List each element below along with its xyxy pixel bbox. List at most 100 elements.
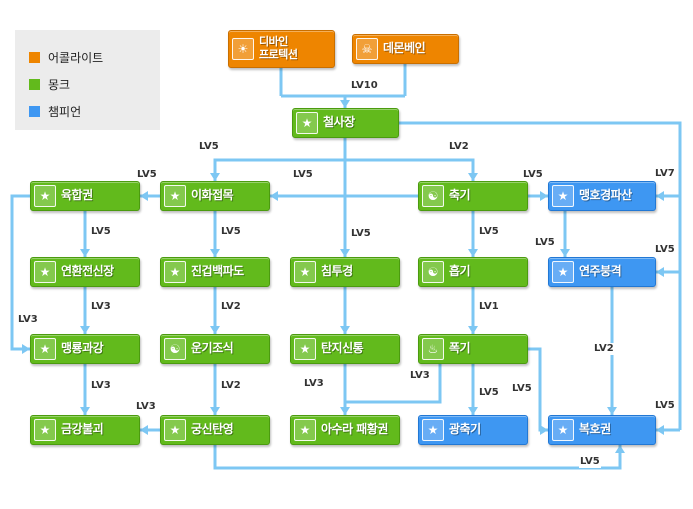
- skill-gwangchukgi[interactable]: ★ 광축기: [418, 415, 528, 445]
- level-requirement-label: LV3: [90, 301, 112, 313]
- level-requirement-label: LV5: [90, 226, 112, 238]
- level-requirement-label: LV3: [409, 370, 431, 382]
- skill-yeonhwan-jeonsinjang[interactable]: ★연환전신장: [30, 257, 140, 287]
- yeonju-bunggyeok-icon: ★: [552, 261, 574, 283]
- level-requirement-label: LV3: [90, 380, 112, 392]
- heupgi-icon: ☯: [422, 261, 444, 283]
- arrowhead: [656, 267, 664, 277]
- skill-name: 철사장: [323, 115, 355, 130]
- arrowhead: [80, 407, 90, 415]
- skill-demon-bane[interactable]: ☠데몬베인: [352, 34, 459, 64]
- skill-name: 폭기: [449, 341, 471, 356]
- skill-maengho-gyeongpasan[interactable]: ★ 맹호경파산: [548, 181, 656, 211]
- arrowhead: [210, 173, 220, 181]
- legend-item-acolyte: 어콜라이트: [29, 48, 160, 66]
- skill-name: 금강불괴: [61, 422, 104, 437]
- skill-name: 이화접목: [191, 188, 234, 203]
- arrowhead: [540, 191, 548, 201]
- arrowhead: [210, 249, 220, 257]
- level-requirement-label: LV5: [350, 228, 372, 240]
- skill-name: 육합권: [61, 188, 93, 203]
- skill-geumgang-bulgoe[interactable]: ★ 금강불괴: [30, 415, 140, 445]
- arrowhead: [607, 407, 617, 415]
- level-requirement-label: LV2: [593, 343, 615, 355]
- gwangchukgi-icon: ★: [422, 419, 444, 441]
- level-requirement-label: LV5: [478, 226, 500, 238]
- skill-name: 데몬베인: [383, 41, 426, 56]
- arrowhead: [540, 425, 548, 435]
- monk-color-swatch: [29, 78, 40, 90]
- maengho-gyeongpasan-icon: ★: [552, 185, 574, 207]
- level-requirement-label: LV2: [220, 301, 242, 313]
- yukhapgwon-icon: ★: [34, 185, 56, 207]
- skill-chukgi[interactable]: ☯축기: [418, 181, 528, 211]
- skill-pokgi[interactable]: ♨ 폭기: [418, 334, 528, 364]
- skill-heupgi[interactable]: ☯흡기: [418, 257, 528, 287]
- arrowhead: [340, 249, 350, 257]
- divine-protection-icon: ☀: [232, 38, 254, 60]
- skill-name: 연환전신장: [61, 264, 114, 279]
- level-requirement-label: LV5: [522, 169, 544, 181]
- level-requirement-label: LV5: [579, 456, 601, 468]
- bokhogwon-icon: ★: [552, 419, 574, 441]
- pokgi-icon: ♨: [422, 338, 444, 360]
- tanji-sintong-icon: ★: [294, 338, 316, 360]
- level-requirement-label: LV3: [303, 378, 325, 390]
- skill-name-line: 디바인: [259, 35, 288, 49]
- maengnyong-gwagang-icon: ★: [34, 338, 56, 360]
- skill-name: 탄지신통: [321, 341, 364, 356]
- skill-name: 침투경: [321, 264, 353, 279]
- skill-name: 아수라 패황권: [321, 422, 388, 437]
- legend-label: 몽크: [48, 77, 71, 92]
- arrowhead: [80, 249, 90, 257]
- acolyte-color-swatch: [29, 51, 40, 63]
- skill-name: 맹룡과강: [61, 341, 104, 356]
- skill-jingeop-baekpado[interactable]: ★진겁백파도: [160, 257, 270, 287]
- skill-name: 광축기: [449, 422, 481, 437]
- skill-name: 복호권: [579, 422, 611, 437]
- skill-bokhogwon[interactable]: ★ 복호권: [548, 415, 656, 445]
- geumgang-bulgoe-icon: ★: [34, 419, 56, 441]
- arrowhead: [656, 191, 664, 201]
- asura-paehwanggwon-icon: ★: [294, 419, 316, 441]
- level-requirement-label: LV5: [511, 383, 533, 395]
- skill-name: 축기: [449, 188, 471, 203]
- skill-maengnyong-gwagang[interactable]: ★ 맹룡과강: [30, 334, 140, 364]
- skill-name: 연주붕격: [579, 264, 622, 279]
- skill-name: 궁신탄영: [191, 422, 234, 437]
- skill-chimtugyeong[interactable]: ★침투경: [290, 257, 400, 287]
- arrowhead: [615, 445, 625, 453]
- arrowhead: [468, 249, 478, 257]
- arrowhead: [210, 326, 220, 334]
- level-requirement-label: LV2: [220, 380, 242, 392]
- arrowhead: [270, 191, 278, 201]
- level-requirement-label: LV5: [292, 169, 314, 181]
- arrowhead: [210, 407, 220, 415]
- arrowhead: [468, 173, 478, 181]
- skill-tanji-sintong[interactable]: ★ 탄지신통: [290, 334, 400, 364]
- skill-name: 맹호경파산: [579, 188, 632, 203]
- arrowhead: [468, 407, 478, 415]
- legend-item-monk: 몽크: [29, 75, 160, 93]
- skill-asura-paehwanggwon[interactable]: ★ 아수라 패황권: [290, 415, 400, 445]
- legend-label: 어콜라이트: [48, 50, 104, 65]
- level-requirement-label: LV7: [654, 168, 676, 180]
- skill-yeonju-bunggyeok[interactable]: ★ 연주붕격: [548, 257, 656, 287]
- arrowhead: [340, 326, 350, 334]
- skill-yukhapgwon[interactable]: ★ 육합권: [30, 181, 140, 211]
- level-requirement-label: LV5: [534, 237, 556, 249]
- skill-iron-palm[interactable]: ★ 철사장: [292, 108, 399, 138]
- skill-ihwa-jeopmok[interactable]: ★이화접목: [160, 181, 270, 211]
- ungi-josik-icon: ☯: [164, 338, 186, 360]
- level-requirement-label: LV5: [198, 141, 220, 153]
- champion-color-swatch: [29, 105, 40, 117]
- skill-gungsin-tanyeong[interactable]: ★궁신탄영: [160, 415, 270, 445]
- iron-palm-icon: ★: [296, 112, 318, 134]
- skill-ungi-josik[interactable]: ☯운기조식: [160, 334, 270, 364]
- skill-name-line: 프로텍션: [259, 48, 298, 61]
- level-requirement-label: LV5: [136, 169, 158, 181]
- level-requirement-label: LV5: [478, 387, 500, 399]
